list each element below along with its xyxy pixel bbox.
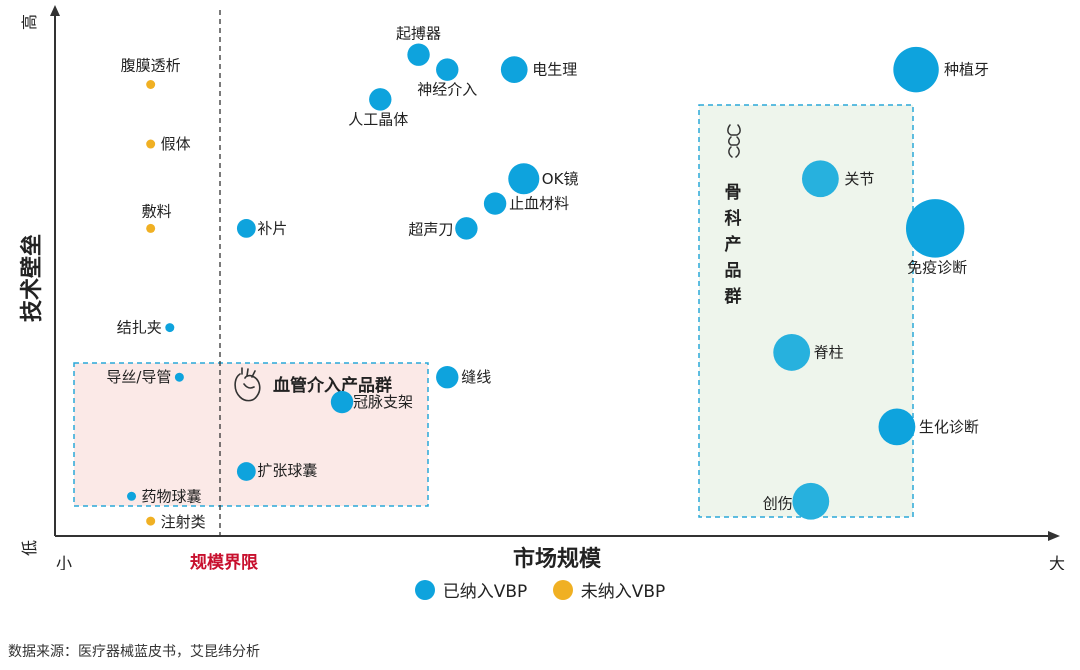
- bubble-point: [436, 58, 459, 81]
- bubble-point: [436, 366, 459, 389]
- bubble-point: [878, 408, 916, 446]
- point-label: 冠脉支架: [353, 393, 413, 411]
- x-axis-arrow: [1048, 531, 1060, 541]
- point-label: 补片: [257, 219, 287, 237]
- svg-text:群: 群: [725, 286, 742, 307]
- svg-text:骨: 骨: [725, 183, 742, 203]
- point-label: 神经介入: [417, 81, 477, 99]
- point-label: 敷料: [142, 202, 172, 220]
- point-label: OK镜: [542, 170, 579, 188]
- point-label: 人工晶体: [348, 110, 408, 128]
- bubble-point: [500, 56, 528, 83]
- bubble-point: [773, 334, 811, 371]
- svg-text:科: 科: [725, 208, 742, 229]
- point-label: 药物球囊: [142, 487, 202, 505]
- bubble-point: [801, 160, 839, 198]
- legend-swatch-non-vbp: [552, 579, 573, 600]
- bubble-point: [146, 516, 156, 526]
- point-label: 超声刀: [408, 220, 453, 238]
- bubble-point: [508, 163, 540, 195]
- bubble-point: [369, 88, 392, 111]
- point-label: 缝线: [461, 368, 491, 386]
- bubble-point: [483, 192, 507, 215]
- y-high-label: 高: [20, 14, 39, 30]
- point-label: 腹膜透析: [121, 57, 181, 75]
- bubble-point: [146, 80, 156, 89]
- svg-text:品: 品: [725, 261, 742, 281]
- point-label: 种植牙: [944, 61, 989, 79]
- bubble-chart: 高 低 技术壁垒 小 大 市场规模 规模界限 血管介入产品群 骨 科 产 品 群…: [19, 5, 1065, 570]
- bubble-point: [174, 372, 184, 382]
- vascular-group-title: 血管介入产品群: [273, 375, 392, 396]
- bubble-point: [330, 390, 354, 414]
- legend-item-vbp: 已纳入VBP: [414, 577, 528, 602]
- bubble-point: [792, 482, 830, 520]
- point-label: 注射类: [161, 513, 206, 531]
- x-low-label: 小: [56, 554, 72, 570]
- bubble-point: [236, 462, 256, 481]
- bubble-point: [455, 217, 478, 240]
- svg-text:产: 产: [725, 234, 742, 255]
- source-note: 数据来源：医疗器械蓝皮书，艾昆纬分析: [8, 644, 260, 660]
- ortho-group-box: [698, 104, 914, 518]
- point-label: 免疫诊断: [907, 258, 967, 276]
- bubble-point: [407, 43, 430, 66]
- point-label: 假体: [161, 135, 191, 153]
- point-label: 创伤: [763, 494, 793, 512]
- point-label: 起搏器: [396, 25, 441, 43]
- vascular-group-box: [73, 362, 429, 507]
- bubble-point: [146, 223, 156, 233]
- point-label: 生化诊断: [919, 418, 979, 436]
- bubble-point: [905, 199, 965, 258]
- y-axis-arrow: [50, 5, 60, 16]
- legend-label-non-vbp: 未纳入VBP: [580, 582, 666, 602]
- legend-swatch-vbp: [414, 579, 435, 600]
- legend-label-vbp: 已纳入VBP: [442, 582, 528, 602]
- point-label: 结扎夹: [117, 319, 162, 337]
- bubble-point: [146, 139, 156, 149]
- bubble-point: [236, 218, 256, 238]
- legend: 已纳入VBP 未纳入VBP: [0, 577, 1080, 605]
- threshold-label: 规模界限: [190, 552, 258, 570]
- bubble-point: [165, 323, 175, 333]
- y-axis-title: 技术壁垒: [19, 234, 45, 322]
- spine-icon: [727, 124, 741, 158]
- point-label: 关节: [844, 170, 874, 188]
- point-label: 扩张球囊: [257, 462, 317, 480]
- y-low-label: 低: [20, 540, 39, 556]
- x-high-label: 大: [1049, 554, 1065, 570]
- bubble-point: [127, 491, 137, 501]
- point-label: 导丝/导管: [106, 368, 171, 386]
- point-label: 电生理: [532, 61, 577, 79]
- legend-item-non-vbp: 未纳入VBP: [552, 577, 666, 602]
- point-label: 脊柱: [814, 343, 844, 361]
- point-label: 止血材料: [509, 195, 569, 213]
- bubble-point: [893, 46, 939, 93]
- heart-icon: [234, 367, 261, 402]
- ortho-group-title: 骨 科 产 品 群: [725, 183, 742, 307]
- x-axis-title: 市场规模: [513, 546, 602, 570]
